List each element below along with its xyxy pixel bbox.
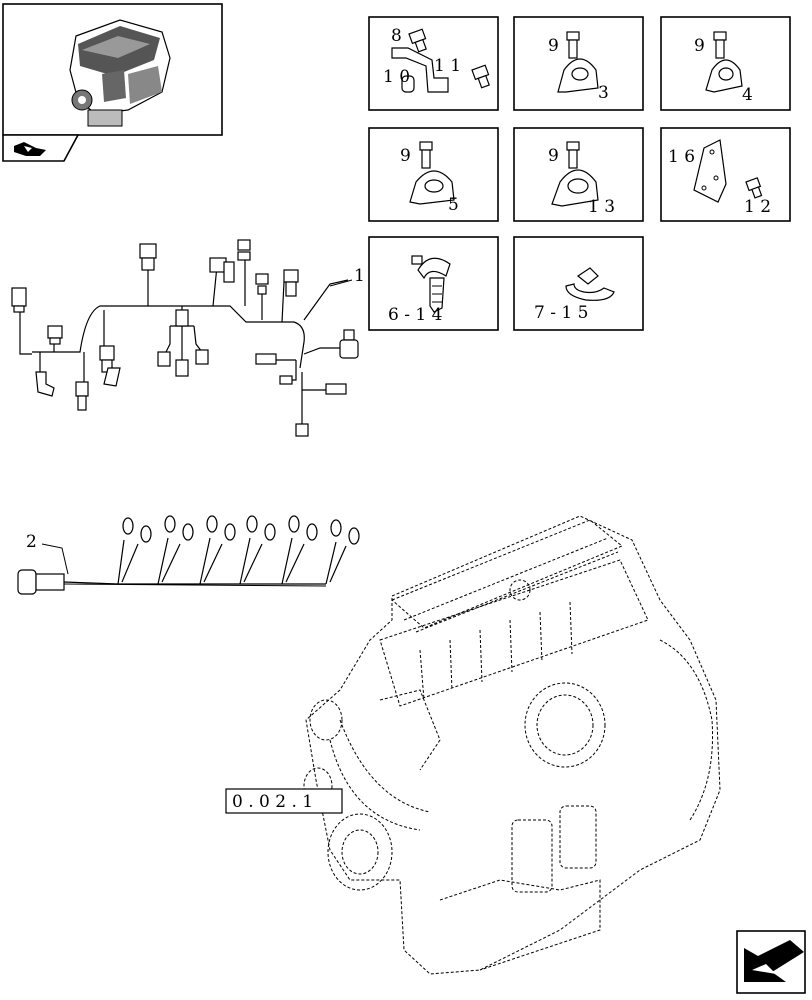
callout-12: 1 2 (744, 197, 771, 217)
callout-8: 8 (391, 26, 402, 46)
engine-thumbnail[interactable] (2, 3, 223, 136)
callout-4: 4 (742, 85, 753, 105)
injector-wiring-harness[interactable]: 2 (17, 515, 360, 595)
reference-link-box[interactable]: 0 . 0 2 . 1 (225, 788, 343, 814)
callout-9: 9 (548, 146, 559, 166)
callout-7-15: 7 - 1 5 (534, 303, 588, 323)
engine-wiring-harness[interactable]: 1 (11, 239, 365, 437)
detail-panel-clamp-5[interactable]: 9 5 (368, 127, 499, 222)
detail-panel-clamp-3[interactable]: 9 3 (513, 16, 644, 111)
detail-panel-bracket[interactable]: 8 1 0 1 1 (368, 16, 499, 111)
reference-label: 0 . 0 2 . 1 (232, 792, 313, 812)
callout-13: 1 3 (588, 197, 615, 217)
detail-panel-plate[interactable]: 1 6 1 2 (660, 127, 791, 222)
callout-1: 1 (354, 266, 365, 286)
engine-block-outline (303, 515, 721, 975)
callout-16: 1 6 (668, 147, 695, 167)
injector-leads (117, 515, 360, 585)
callout-9: 9 (694, 36, 705, 56)
view-tab[interactable] (2, 134, 80, 162)
callout-11: 1 1 (434, 56, 461, 76)
callout-10: 1 0 (383, 67, 410, 87)
next-page-icon[interactable] (736, 930, 806, 994)
callout-6-14: 6 - 1 4 (388, 305, 442, 325)
callout-5: 5 (448, 195, 459, 215)
detail-panel-clamp-13[interactable]: 9 1 3 (513, 127, 644, 222)
callout-2: 2 (26, 532, 37, 552)
callout-9: 9 (400, 146, 411, 166)
detail-panel-tie[interactable]: 7 - 1 5 (513, 236, 644, 331)
detail-panel-clamp-4[interactable]: 9 4 (660, 16, 791, 111)
callout-3: 3 (598, 83, 609, 103)
callout-9: 9 (548, 36, 559, 56)
detail-panel-clip[interactable]: 6 - 1 4 (368, 236, 499, 331)
